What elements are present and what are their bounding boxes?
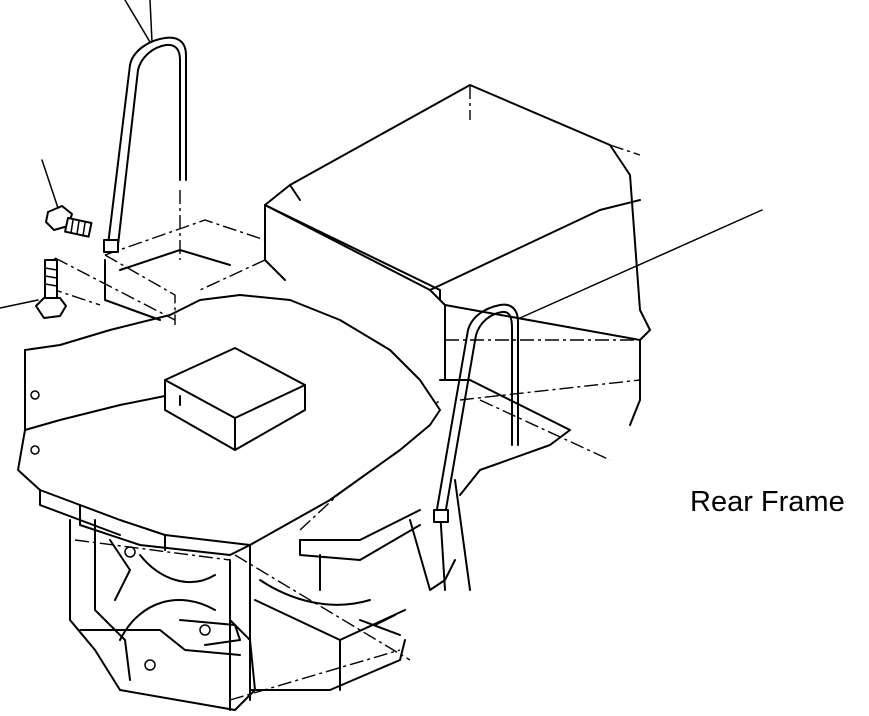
deck-plate <box>17 294 441 561</box>
flange-bolt-upper <box>41 159 93 238</box>
rear-frame-label: Rear Frame <box>690 486 845 518</box>
flange-bolt-lower <box>0 259 67 319</box>
left-grab-handle <box>103 0 187 253</box>
right-grab-handle <box>433 209 763 523</box>
rear-hood <box>199 84 651 426</box>
rear-frame-chassis <box>69 479 471 711</box>
